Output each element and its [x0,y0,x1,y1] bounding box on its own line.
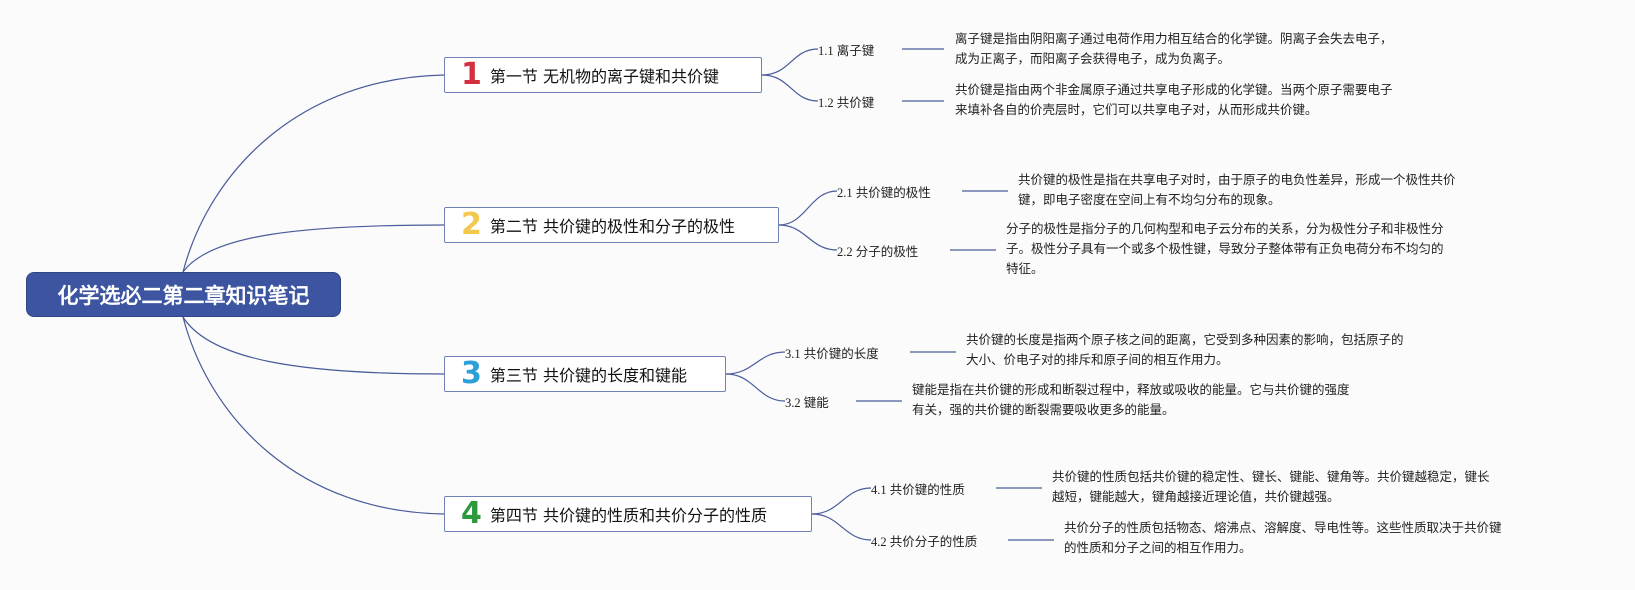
subtopic-1-2[interactable]: 1.2 共价键 [818,96,875,110]
subtopic-3-2[interactable]: 3.2 键能 [785,396,829,410]
section-1-node[interactable]: 1 第一节 无机物的离子键和共价键 [444,57,762,93]
root-to-section-4-line [182,316,445,515]
number-3-icon: 3 [461,356,482,391]
number-1-icon: 1 [461,57,482,92]
section-3-title: 第三节 共价键的长度和键能 [489,366,687,385]
desc-line: 共价分子的性质包括物态、熔沸点、溶解度、导电性等。这些性质取决于共价键 [1064,520,1502,535]
subtopic-4-2[interactable]: 4.2 共价分子的性质 [871,535,978,549]
s3-to-sub2-line [725,373,786,402]
s2-to-sub2-line [778,224,838,251]
desc-3-1: 共价键的长度是指两个原子核之间的距离，它受到多种因素的影响，包括原子的 大小、价… [966,330,1404,370]
desc-line: 特征。 [1006,261,1044,276]
desc-line: 有关，强的共价键的断裂需要吸收更多的能量。 [912,402,1175,417]
root-to-section-1-line [182,74,445,273]
desc-line: 共价键的性质包括共价键的稳定性、键长、键能、键角等。共价键越稳定，键长 [1052,469,1490,484]
number-4-icon: 4 [461,496,482,531]
desc-line: 键能是指在共价键的形成和断裂过程中，释放或吸收的能量。它与共价键的强度 [912,382,1350,397]
desc-2-2: 分子的极性是指分子的几何构型和电子云分布的关系，分为极性分子和非极性分 子。极性… [1006,219,1444,279]
section-4-node[interactable]: 4 第四节 共价键的性质和共价分子的性质 [444,496,812,532]
root-to-section-2-line [182,224,445,273]
s4-to-sub2-line [811,513,872,541]
subtopic-2-2[interactable]: 2.2 分子的极性 [837,245,919,259]
subtopic-4-1[interactable]: 4.1 共价键的性质 [871,483,965,497]
s1-to-sub1-line [761,48,819,76]
desc-3-2: 键能是指在共价键的形成和断裂过程中，释放或吸收的能量。它与共价键的强度 有关，强… [912,380,1350,420]
root-to-section-3-line [182,316,445,375]
desc-1-2: 共价键是指由两个非金属原子通过共享电子形成的化学键。当两个原子需要电子 来填补各… [955,80,1393,120]
desc-line: 的性质和分子之间的相互作用力。 [1064,540,1252,555]
desc-line: 共价键是指由两个非金属原子通过共享电子形成的化学键。当两个原子需要电子 [955,82,1393,97]
desc-1-1: 离子键是指由阴阳离子通过电荷作用力相互结合的化学键。阴离子会失去电子， 成为正离… [955,29,1393,69]
desc-line: 键，即电子密度在空间上有不均匀分布的现象。 [1018,192,1281,207]
desc-line: 越短，键能越大，键角越接近理论值，共价键越强。 [1052,489,1340,504]
desc-line: 大小、价电子对的排斥和原子间的相互作用力。 [966,352,1229,367]
section-2-title: 第二节 共价键的极性和分子的极性 [489,217,735,236]
desc-line: 共价键的极性是指在共享电子对时，由于原子的电负性差异，形成一个极性共价 [1018,172,1456,187]
desc-4-2: 共价分子的性质包括物态、熔沸点、溶解度、导电性等。这些性质取决于共价键 的性质和… [1064,518,1502,558]
section-4-title: 第四节 共价键的性质和共价分子的性质 [489,506,767,525]
section-2-node[interactable]: 2 第二节 共价键的极性和分子的极性 [444,207,779,243]
s3-to-sub1-line [725,351,786,375]
root-topic[interactable]: 化学选必二第二章知识笔记 [26,272,341,317]
desc-line: 子。极性分子具有一个或多个极性键，导致分子整体带有正负电荷分布不均匀的 [1006,241,1444,256]
root-title: 化学选必二第二章知识笔记 [57,283,310,308]
s4-to-sub1-line [811,487,872,515]
desc-2-1: 共价键的极性是指在共享电子对时，由于原子的电负性差异，形成一个极性共价 键，即电… [1018,170,1456,210]
subtopic-3-1[interactable]: 3.1 共价键的长度 [785,347,879,361]
desc-line: 成为正离子，而阳离子会获得电子，成为负离子。 [955,51,1231,66]
desc-4-1: 共价键的性质包括共价键的稳定性、键长、键能、键角等。共价键越稳定，键长 越短，键… [1052,467,1490,507]
desc-line: 来填补各自的价壳层时，它们可以共享电子对，从而形成共价键。 [955,102,1318,117]
subtopic-1-1[interactable]: 1.1 离子键 [818,44,875,58]
section-1-title: 第一节 无机物的离子键和共价键 [489,67,719,86]
s2-to-sub1-line [778,190,838,226]
section-3-node[interactable]: 3 第三节 共价键的长度和键能 [444,356,726,392]
subtopic-2-1[interactable]: 2.1 共价键的极性 [837,186,931,200]
desc-line: 共价键的长度是指两个原子核之间的距离，它受到多种因素的影响，包括原子的 [966,332,1404,347]
desc-line: 分子的极性是指分子的几何构型和电子云分布的关系，分为极性分子和非极性分 [1006,221,1444,236]
number-2-icon: 2 [461,207,482,242]
s1-to-sub2-line [761,74,819,102]
desc-line: 离子键是指由阴阳离子通过电荷作用力相互结合的化学键。阴离子会失去电子， [955,31,1393,46]
